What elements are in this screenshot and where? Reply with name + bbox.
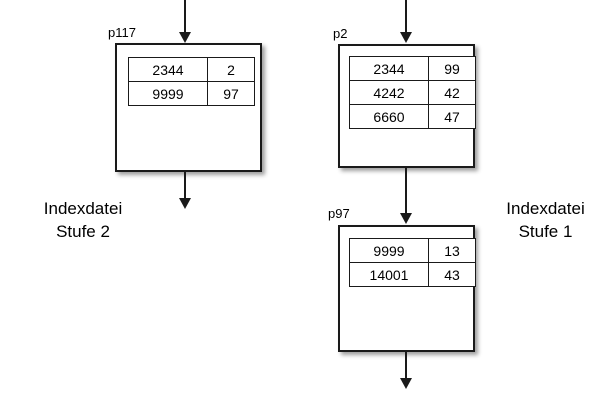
arrow-out-of-p117 xyxy=(179,172,191,212)
arrow-into-p2 xyxy=(400,0,412,45)
entry-key: 2344 xyxy=(349,56,429,81)
arrow-head-icon xyxy=(179,32,191,43)
node-label-p97: p97 xyxy=(328,206,350,221)
entry-table-p2: 2344 99 4242 42 6660 47 xyxy=(349,56,476,129)
entry-table-p97: 9999 13 14001 43 xyxy=(349,238,476,287)
arrow-head-icon xyxy=(179,198,191,209)
table-row[interactable]: 4242 42 xyxy=(349,80,476,105)
table-row[interactable]: 9999 13 xyxy=(349,238,476,263)
caption-line-1: Indexdatei xyxy=(43,199,123,218)
arrow-p2-to-p97 xyxy=(400,168,412,226)
entry-key: 9999 xyxy=(349,238,429,263)
table-row[interactable]: 6660 47 xyxy=(349,104,476,129)
caption-line-2: Stufe 2 xyxy=(56,222,110,241)
arrow-shaft xyxy=(405,0,407,34)
table-row[interactable]: 9999 97 xyxy=(128,81,255,106)
table-row[interactable]: 14001 43 xyxy=(349,262,476,287)
node-label-p2: p2 xyxy=(333,26,348,41)
caption-line-2: Stufe 1 xyxy=(518,222,573,241)
caption-line-1: Indexdatei xyxy=(506,199,585,218)
arrow-shaft xyxy=(405,168,407,215)
entry-pointer: 2 xyxy=(207,57,255,82)
entry-key: 2344 xyxy=(128,57,208,82)
entry-pointer: 42 xyxy=(428,80,476,105)
entry-pointer: 97 xyxy=(207,81,255,106)
entry-pointer: 43 xyxy=(428,262,476,287)
arrow-shaft xyxy=(405,352,407,380)
entry-table-p117: 2344 2 9999 97 xyxy=(128,57,255,106)
table-row[interactable]: 2344 99 xyxy=(349,56,476,81)
arrow-out-of-p97 xyxy=(400,352,412,392)
arrow-shaft xyxy=(184,172,186,200)
entry-pointer: 99 xyxy=(428,56,476,81)
entry-key: 9999 xyxy=(128,81,208,106)
arrow-shaft xyxy=(184,0,186,34)
table-row[interactable]: 2344 2 xyxy=(128,57,255,82)
caption-index-level-1: Indexdatei Stufe 1 xyxy=(488,197,603,243)
arrow-head-icon xyxy=(400,32,412,43)
arrow-head-icon xyxy=(400,213,412,224)
entry-key: 6660 xyxy=(349,104,429,129)
arrow-head-icon xyxy=(400,378,412,389)
arrow-into-p117 xyxy=(179,0,191,45)
entry-key: 14001 xyxy=(349,262,429,287)
entry-pointer: 47 xyxy=(428,104,476,129)
entry-key: 4242 xyxy=(349,80,429,105)
caption-index-level-2: Indexdatei Stufe 2 xyxy=(18,197,148,243)
node-label-p117: p117 xyxy=(108,25,136,40)
entry-pointer: 13 xyxy=(428,238,476,263)
